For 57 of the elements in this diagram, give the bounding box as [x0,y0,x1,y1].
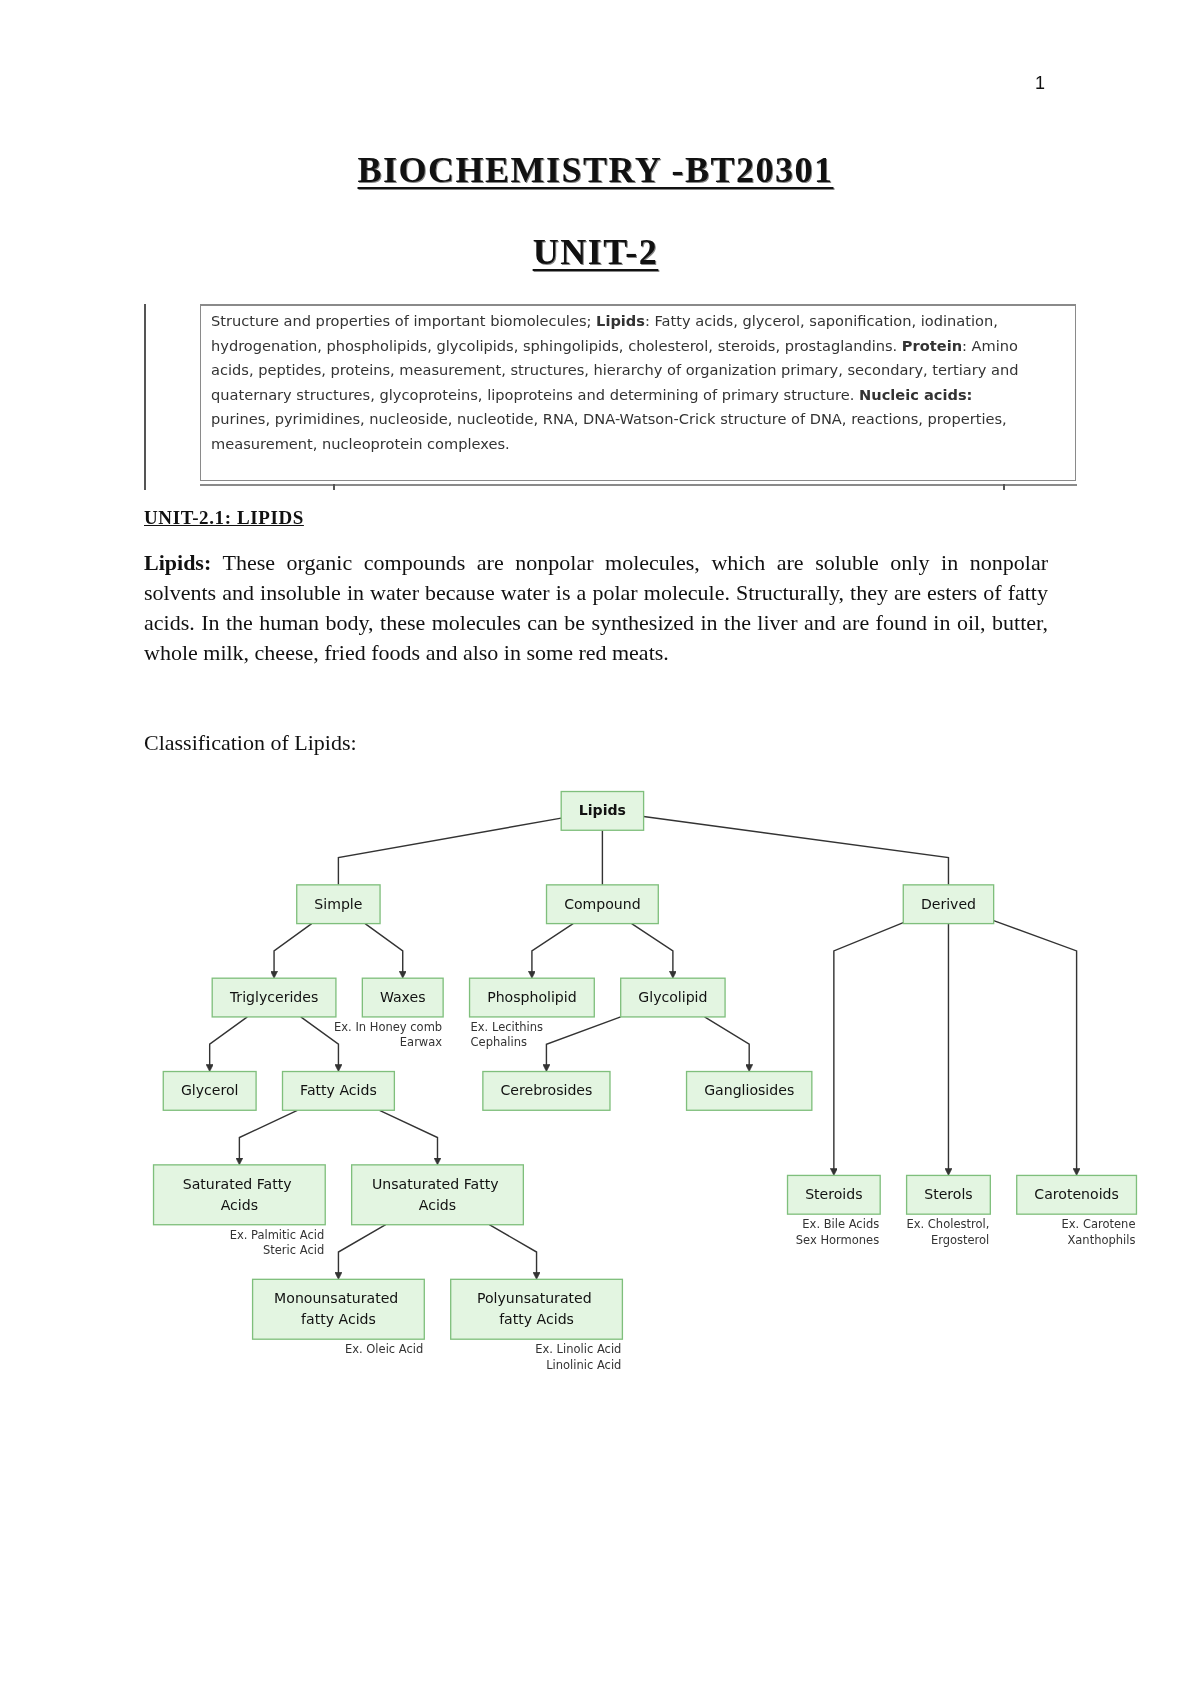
unit-heading: UNIT-2 [532,232,659,274]
example-note: Ex. In Honey comb [334,1019,443,1036]
example-note: Linolinic Acid [546,1357,622,1374]
example-note: Cephalins [470,1035,527,1051]
arrow [205,1016,249,1072]
category-box: Derived [902,884,995,925]
category-box: Unsaturated Fatty Acids [351,1164,524,1226]
category-box: Triglycerides [211,977,337,1018]
category-box: Glycolipid [620,977,726,1018]
example-note: Sex Hormones [795,1232,880,1249]
intro-paragraph: Lipids: These organic compounds are nonpolar molecules, which are soluble only in nonpolar solvents and insoluble in water because water is a polar molecule. Structurally, they are esters of fatty acids. In the human body, these molecules can be synthesized in the liver and are found in oil, butter, whole milk, cheese, fried foods and also in some red meats. [144,549,1048,667]
page-number: 1 [1035,74,1045,94]
arrow [630,922,677,979]
arrow [488,1224,541,1280]
category-box: Compound [545,884,659,925]
arrow [944,922,953,1176]
example-note: Steric Acid [262,1243,325,1259]
category-box: Simple [296,884,381,925]
arrow [703,1016,754,1072]
arrow [235,1109,299,1166]
connector-line [337,817,562,886]
section-heading: UNIT-2.1: LIPIDS [144,507,304,530]
arrow [528,922,574,979]
example-note: Ex. Bile Acids [802,1217,880,1233]
example-note: Xanthophils [1067,1232,1136,1249]
example-note: Ergosterol [930,1232,990,1249]
arrow [270,922,313,979]
category-box: Glycerol [162,1070,257,1111]
category-box: Polyunsaturated fatty Acids [450,1278,624,1340]
example-note: Ex. Lecithins [470,1019,543,1036]
arrow [830,921,904,1176]
category-box: Monounsaturated fatty Acids [251,1278,425,1340]
arrow [542,1016,622,1072]
category-box: Gangliosides [685,1070,813,1111]
example-note: Ex. Oleic Acid [344,1342,424,1358]
category-box: Carotenoids [1016,1174,1138,1215]
syllabus-text: Structure and properties of important biomolecules; Lipids: Fatty acids, glycerol, saponification, iodination, hydrogenation, phospholipids, glycolipids, sphingolipids, cholesterol, steroids, prostaglandins. Protein: Amino acids, peptides, proteins, measurement, structures, hierarchy of organization primary, secondary, tertiary and quaternary structures, glycoproteins, lipoproteins and determining of primary structure. Nucleic acids: purines, pyrimidines, nucleoside, nucleotide, RNA, DNA-Watson-Crick structure of DNA, reactions, properties, measurement, nucleoprotein complexes. [211,311,1020,454]
category-box: Fatty Acids [281,1070,396,1111]
category-box: Steroids [786,1174,881,1215]
category-box: Cerebrosides [482,1070,611,1111]
connector-line [601,829,604,886]
example-note: Ex. Palmitic Acid [229,1227,325,1244]
arrow [378,1109,442,1166]
category-box: Sterols [905,1174,991,1215]
category-box: Saturated Fatty Acids [152,1164,326,1226]
category-box: Phospholipid [468,977,595,1018]
category-box: Waxes [361,977,444,1018]
arrow [300,1016,343,1072]
arrow [334,1224,387,1280]
classification-heading: Classification of Lipids: [144,730,357,757]
example-note: Ex. Carotene [1061,1217,1136,1233]
example-note: Earwax [399,1035,443,1051]
course-title: BIOCHEMISTRY -BT20301 [357,150,834,192]
arrow [364,922,407,979]
example-note: Ex. Linolic Acid [535,1342,622,1358]
category-box: Lipids [560,790,645,831]
example-note: Ex. Cholestrol, [906,1217,990,1233]
